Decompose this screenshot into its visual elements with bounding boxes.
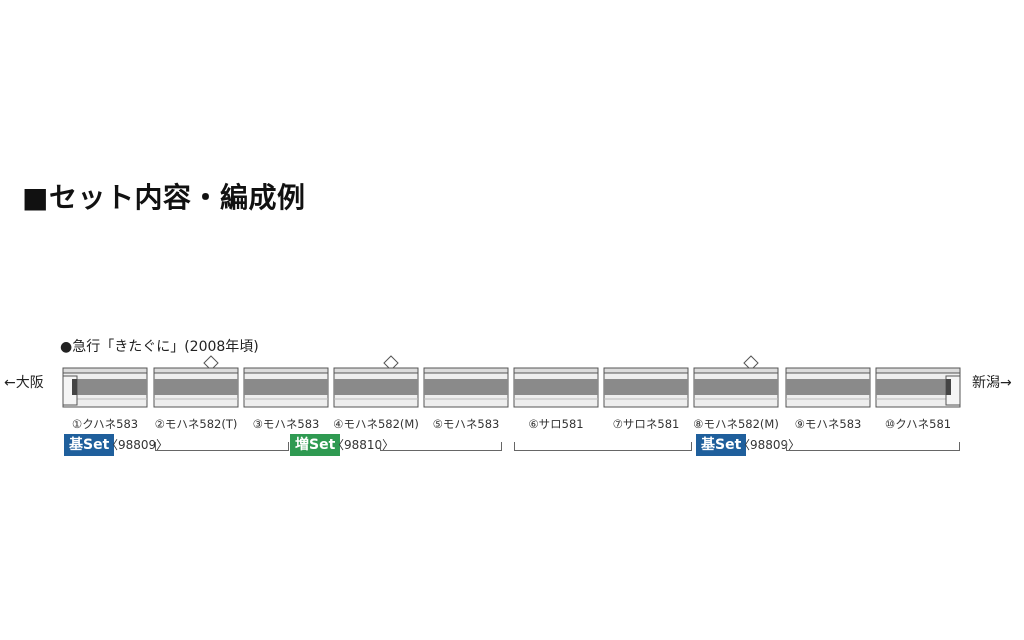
car-label-9: ⑨モハネ583: [794, 417, 862, 431]
car-roof: [875, 367, 961, 374]
train-consist: [0, 352, 1024, 412]
car-label-5: ⑤モハネ583: [432, 417, 500, 431]
car-roof: [333, 367, 419, 374]
page-title: ■セット内容・編成例: [22, 181, 306, 214]
set-number-3: 〈98809〉: [738, 438, 801, 452]
car-roof: [62, 367, 148, 374]
train-car-5: [423, 352, 509, 410]
train-car-drawing: [785, 367, 871, 408]
set-number-2: 〈98810〉: [332, 438, 395, 452]
car-label-8: ⑧モハネ582(M): [693, 417, 779, 431]
car-label-7: ⑦サロネ581: [612, 417, 680, 431]
direction-right-label: 新潟→: [972, 375, 1012, 391]
set-badge-basic-1: 基Set: [64, 434, 115, 456]
car-label-3: ③モハネ583: [252, 417, 320, 431]
set-bracket-basic-2-right: [786, 442, 960, 451]
car-stripe: [63, 379, 147, 395]
car-label-6: ⑥サロ581: [528, 417, 584, 431]
train-car-4: [333, 352, 419, 410]
car-label-4: ④モハネ582(M): [333, 417, 419, 431]
train-car-6: [513, 352, 599, 410]
set-bracket-basic-2-left: [514, 442, 692, 451]
car-roof: [243, 367, 329, 374]
set-badge-extension: 増Set: [290, 434, 341, 456]
train-car-drawing: [62, 367, 148, 408]
train-car-2: [153, 352, 239, 410]
car-roof: [423, 367, 509, 374]
train-car-1: [62, 352, 148, 410]
train-car-drawing: [603, 367, 689, 408]
car-stripe: [876, 379, 960, 395]
train-car-3: [243, 352, 329, 410]
set-bracket-extension-left: [155, 442, 289, 451]
set-composition-row: 基Set 〈98809〉 増Set 〈98810〉 基Set 〈98809〉: [0, 434, 1024, 458]
train-car-10: [875, 352, 961, 410]
car-stripe: [694, 379, 778, 395]
car-label-10: ⑩クハネ581: [884, 417, 952, 431]
set-badge-basic-2: 基Set: [696, 434, 747, 456]
train-car-drawing: [513, 367, 599, 408]
train-car-9: [785, 352, 871, 410]
car-stripe: [244, 379, 328, 395]
train-car-drawing: [243, 367, 329, 408]
train-car-drawing: [693, 355, 779, 408]
car-roof: [693, 367, 779, 374]
car-stripe: [154, 379, 238, 395]
set-bracket-extension-right: [380, 442, 502, 451]
direction-left-label: ←大阪: [4, 375, 44, 391]
car-roof: [603, 367, 689, 374]
car-roof: [785, 367, 871, 374]
car-stripe: [604, 379, 688, 395]
car-stripe: [334, 379, 418, 395]
car-label-2: ②モハネ582(T): [154, 417, 238, 431]
train-car-drawing: [423, 367, 509, 408]
car-roof: [153, 367, 239, 374]
cab-window: [946, 379, 951, 395]
car-label-1: ①クハネ583: [71, 417, 139, 431]
car-stripe: [786, 379, 870, 395]
car-stripe: [514, 379, 598, 395]
train-car-drawing: [153, 355, 239, 408]
train-car-8: [693, 352, 779, 410]
train-subtitle: ●急行「きたぐに」(2008年頃): [60, 339, 259, 355]
train-car-drawing: [875, 367, 961, 408]
car-stripe: [424, 379, 508, 395]
set-number-1: 〈98809〉: [106, 438, 169, 452]
car-roof: [513, 367, 599, 374]
train-car-7: [603, 352, 689, 410]
cab-window: [72, 379, 77, 395]
train-car-drawing: [333, 355, 419, 408]
